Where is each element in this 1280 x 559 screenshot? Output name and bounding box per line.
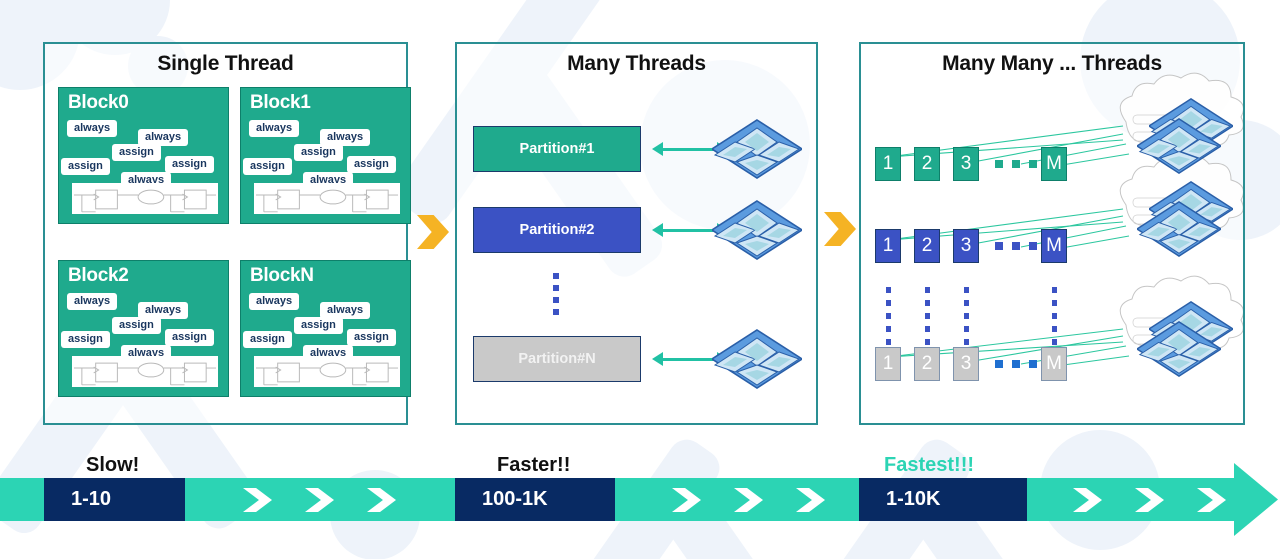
keyword-chip: always	[138, 129, 189, 147]
thread-label: 3	[960, 235, 972, 256]
speed-value: 1-10K	[886, 488, 941, 510]
vertical-ellipsis	[964, 287, 969, 352]
schematic-thumbnail	[254, 356, 400, 387]
speed-value: 100-1K	[482, 488, 548, 510]
horizontal-ellipsis	[995, 242, 1037, 250]
block-label: Block0	[68, 92, 129, 113]
chip-diamond-icon	[1136, 199, 1222, 264]
arrow-shaft	[661, 148, 719, 151]
speed-segment-1[interactable]: 1-10	[44, 478, 185, 521]
thread-box[interactable]: 2	[914, 229, 940, 263]
thread-box[interactable]: M	[1041, 147, 1067, 181]
arrow-shaft	[661, 358, 719, 361]
keyword-chip: assign	[347, 156, 396, 174]
thread-label: 2	[921, 353, 933, 374]
speed-segment-2[interactable]: 100-1K	[455, 478, 615, 521]
thread-box[interactable]: 3	[953, 347, 979, 381]
chip-diamond-icon	[711, 327, 803, 396]
keyword-chip: assign	[243, 331, 292, 349]
keyword-chip: assign	[165, 329, 214, 347]
keyword-chip: assign	[112, 144, 161, 162]
schematic-thumbnail	[72, 356, 218, 387]
keyword-chip: assign	[61, 331, 110, 349]
vertical-ellipsis	[553, 273, 559, 321]
schematic-thumbnail	[72, 183, 218, 214]
block-card[interactable]: BlockN always always assign assign assig…	[240, 260, 411, 397]
keyword-chip: always	[67, 120, 118, 138]
thread-box[interactable]: 1	[875, 347, 901, 381]
block-card[interactable]: Block1 always always assign assign assig…	[240, 87, 411, 224]
speed-value: 1-10	[71, 488, 112, 510]
panel-title: Single Thread	[157, 52, 294, 75]
speed-progress-bar: 1-10 100-1K 1-10K	[0, 463, 1280, 536]
keyword-chip: assign	[243, 158, 292, 176]
block-label: Block1	[250, 92, 311, 113]
block-label: Block2	[68, 265, 129, 286]
keyword-chip: assign	[294, 144, 343, 162]
arrow-head-left	[652, 352, 663, 366]
partition-label: Partition#N	[518, 351, 596, 367]
thread-label: M	[1046, 153, 1062, 174]
thread-label: 3	[960, 153, 972, 174]
keyword-chip: always	[67, 293, 118, 311]
panels-container: Single Thread Block0 always always assig…	[43, 42, 1245, 425]
speed-segment-3[interactable]: 1-10K	[859, 478, 1027, 521]
partition-card[interactable]: Partition#1	[473, 126, 641, 172]
speed-label-fastest: Fastest!!!	[884, 454, 975, 476]
keyword-chip: always	[320, 302, 371, 320]
block-label: BlockN	[250, 265, 314, 286]
partition-label: Partition#1	[519, 141, 595, 157]
schematic-thumbnail	[254, 183, 400, 214]
thread-box[interactable]: 2	[914, 147, 940, 181]
thread-box[interactable]: M	[1041, 229, 1067, 263]
thread-box[interactable]: 1	[875, 147, 901, 181]
panel-title: Many Threads	[567, 52, 706, 75]
chip-diamond-icon	[1136, 319, 1222, 384]
thread-label: M	[1046, 353, 1062, 374]
panel-many-many-threads: Many Many ... Threads	[859, 42, 1245, 425]
thread-box[interactable]: M	[1041, 347, 1067, 381]
chip-diamond-icon	[1136, 116, 1222, 181]
thread-label: M	[1046, 235, 1062, 256]
horizontal-ellipsis	[995, 160, 1037, 168]
keyword-chip: always	[320, 129, 371, 147]
thread-label: 2	[921, 235, 933, 256]
thread-box[interactable]: 3	[953, 147, 979, 181]
panel-many-threads: Many Threads Partition#1 Partition#2 Par	[455, 42, 818, 425]
keyword-chip: assign	[165, 156, 214, 174]
keyword-chip: assign	[294, 317, 343, 335]
thread-box[interactable]: 1	[875, 229, 901, 263]
speed-label-slow: Slow!	[86, 454, 140, 476]
keyword-chip: assign	[112, 317, 161, 335]
keyword-chip: always	[249, 293, 300, 311]
block-card[interactable]: Block0 always always assign assign assig…	[58, 87, 229, 224]
chip-diamond-icon	[711, 117, 803, 186]
thread-label: 1	[882, 235, 894, 256]
block-card[interactable]: Block2 always always assign assign assig…	[58, 260, 229, 397]
speed-track	[0, 478, 1236, 521]
horizontal-ellipsis	[995, 360, 1037, 368]
thread-box[interactable]: 3	[953, 229, 979, 263]
keyword-chip: assign	[61, 158, 110, 176]
partition-card[interactable]: Partition#N	[473, 336, 641, 382]
speed-arrow-tip	[1234, 463, 1278, 536]
keyword-chip: always	[249, 120, 300, 138]
vertical-ellipsis	[1052, 287, 1057, 352]
thread-label: 1	[882, 153, 894, 174]
vertical-ellipsis	[886, 287, 891, 352]
panel-single-thread: Single Thread Block0 always always assig…	[43, 42, 411, 425]
thread-label: 3	[960, 353, 972, 374]
thread-label: 2	[921, 153, 933, 174]
partition-label: Partition#2	[519, 222, 595, 238]
chip-diamond-icon	[711, 198, 803, 267]
thread-label: 1	[882, 353, 894, 374]
arrow-shaft	[661, 229, 719, 232]
keyword-chip: assign	[347, 329, 396, 347]
speed-label-faster: Faster!!	[497, 454, 571, 476]
vertical-ellipsis	[925, 287, 930, 352]
partition-card[interactable]: Partition#2	[473, 207, 641, 253]
thread-box[interactable]: 2	[914, 347, 940, 381]
